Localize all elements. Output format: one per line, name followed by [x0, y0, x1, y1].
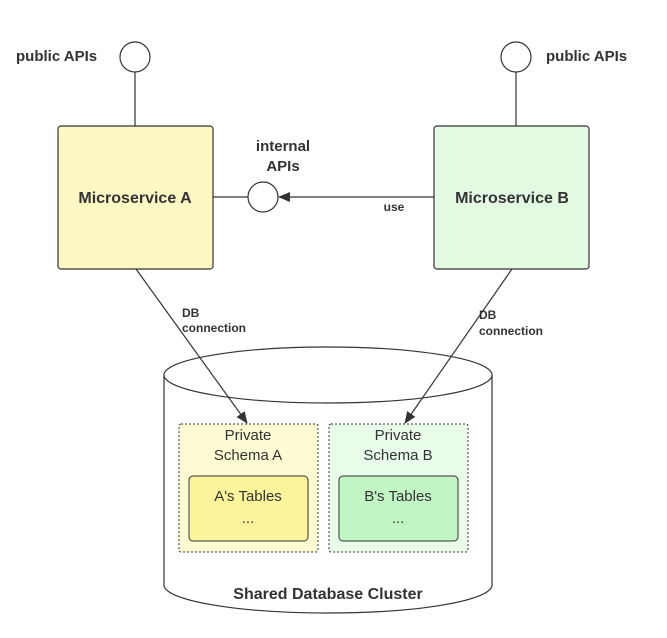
db-connection-b-arrow: [404, 268, 513, 424]
db-connection-a-arrow: [135, 268, 248, 424]
tables-a-label: A's Tables: [214, 488, 282, 505]
tables-a-more: ...: [242, 510, 255, 527]
schema-a-title-line2: Schema A: [214, 447, 282, 464]
private-schema-a: Private Schema A A's Tables ...: [178, 423, 319, 553]
db-connection-a: DB connection: [135, 268, 248, 424]
db-connection-a-label-line2: connection: [182, 321, 246, 335]
microservice-a: Microservice A: [57, 125, 214, 270]
public-apis-right-label: public APIs: [546, 48, 627, 65]
tables-b-label: B's Tables: [364, 488, 432, 505]
tables-b-box: [338, 475, 459, 542]
public-api-a: public APIs: [16, 41, 151, 126]
db-connection-b-label-line2: connection: [479, 324, 543, 338]
tables-b-more: ...: [392, 510, 405, 527]
use-connector: use: [278, 192, 434, 214]
public-api-a-interface-icon: [119, 41, 151, 73]
internal-apis-label-line1: internal: [256, 138, 310, 155]
db-connection-b-label-line1: DB: [479, 308, 497, 322]
public-api-b-interface-icon: [500, 41, 532, 73]
microservice-a-title: Microservice A: [78, 190, 192, 207]
microservice-b: Microservice B: [433, 125, 590, 270]
internal-api-interface-icon: [247, 181, 279, 213]
private-schema-b: Private Schema B B's Tables ...: [328, 423, 469, 553]
schema-b-title-line1: Private: [375, 427, 422, 444]
db-connection-a-label-line1: DB: [182, 306, 200, 320]
cylinder-top: [163, 346, 493, 404]
public-apis-left-label: public APIs: [16, 48, 97, 65]
tables-a-box: [188, 475, 309, 542]
use-label: use: [384, 200, 405, 214]
internal-apis-label-line2: APIs: [266, 158, 299, 175]
schema-b-title-line2: Schema B: [363, 447, 432, 464]
database-title: Shared Database Cluster: [233, 586, 422, 603]
public-api-b: public APIs: [500, 41, 627, 126]
microservice-b-title: Microservice B: [455, 190, 569, 207]
internal-api: internal APIs: [213, 138, 310, 213]
schema-a-title-line1: Private: [225, 427, 272, 444]
db-connection-b: DB connection: [404, 268, 543, 424]
